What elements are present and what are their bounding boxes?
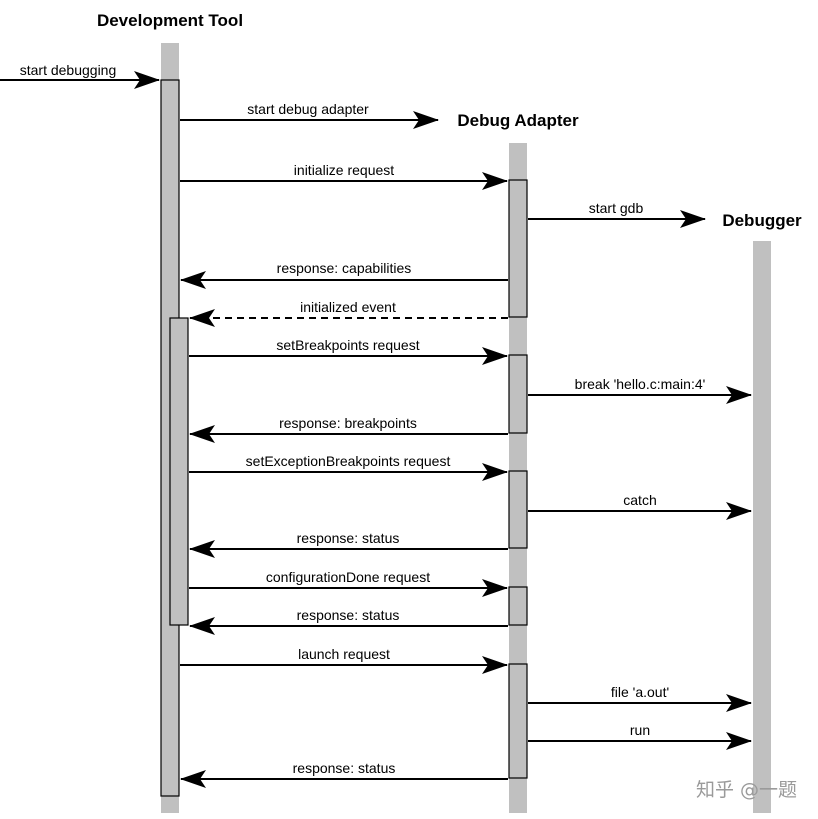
label-configurationdone-request: configurationDone request — [266, 569, 430, 585]
label-file-aout: file 'a.out' — [611, 684, 669, 700]
actor-development-tool: Development Tool — [97, 11, 243, 30]
activation-adapter-initialize — [508, 179, 528, 318]
label-launch-request: launch request — [298, 646, 390, 662]
label-response-status-2: response: status — [297, 607, 400, 623]
label-response-status-3: response: status — [293, 760, 396, 776]
label-response-breakpoints: response: breakpoints — [279, 415, 417, 431]
activation-adapter-launch — [508, 663, 528, 779]
actor-debugger: Debugger — [722, 211, 802, 230]
actor-debug-adapter: Debug Adapter — [457, 111, 579, 130]
activation-dev-nested — [169, 317, 189, 626]
watermark: 知乎 @一题 — [696, 779, 797, 801]
label-start-gdb: start gdb — [589, 200, 644, 216]
label-initialize-request: initialize request — [294, 162, 394, 178]
activation-adapter-configurationdone — [508, 586, 528, 626]
label-start-debugging: start debugging — [20, 62, 117, 78]
label-start-debug-adapter: start debug adapter — [247, 101, 369, 117]
label-run: run — [630, 722, 650, 738]
label-response-capabilities: response: capabilities — [277, 260, 412, 276]
label-setbreakpoints-request: setBreakpoints request — [276, 337, 419, 353]
label-break-hello: break 'hello.c:main:4' — [575, 376, 706, 392]
label-initialized-event: initialized event — [300, 299, 396, 315]
lifeline-debugger — [753, 241, 771, 813]
activation-adapter-exceptions — [508, 470, 528, 549]
label-setexceptionbreakpoints-request: setExceptionBreakpoints request — [246, 453, 451, 469]
activation-adapter-setbreakpoints — [508, 354, 528, 434]
label-response-status-1: response: status — [297, 530, 400, 546]
label-catch: catch — [623, 492, 656, 508]
